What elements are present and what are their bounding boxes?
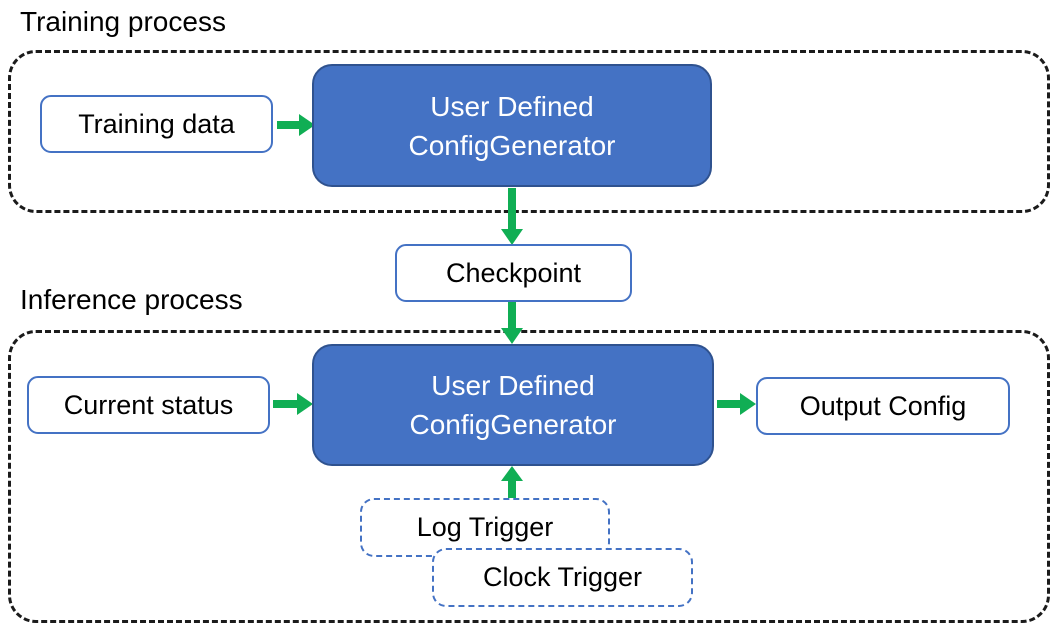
arrow-generator-to-checkpoint-head <box>501 229 523 245</box>
training-data-node: Training data <box>40 95 273 153</box>
clock-trigger-node: Clock Trigger <box>432 548 693 607</box>
arrow-training-data-to-generator-body <box>277 121 301 129</box>
output-config-node: Output Config <box>756 377 1010 435</box>
arrow-trigger-to-generator-body <box>508 480 516 498</box>
arrow-current-status-to-generator-head <box>297 393 313 415</box>
arrow-generator-to-checkpoint-body <box>508 188 516 231</box>
training-process-container <box>8 50 1050 213</box>
current-status-node: Current status <box>27 376 270 434</box>
config-generator-inference-node: User Defined ConfigGenerator <box>312 344 714 466</box>
config-generator-training-line1: User Defined <box>430 90 594 122</box>
config-generator-training-node: User Defined ConfigGenerator <box>312 64 712 187</box>
arrow-checkpoint-to-generator-body <box>508 302 516 329</box>
checkpoint-node: Checkpoint <box>395 244 632 302</box>
inference-process-container <box>8 330 1050 623</box>
training-section-label: Training process <box>20 6 226 37</box>
arrow-generator-to-output-head <box>740 393 756 415</box>
arrow-training-data-to-generator-head <box>299 114 315 136</box>
arrow-checkpoint-to-generator-head <box>501 328 523 344</box>
config-generator-inference-line2: ConfigGenerator <box>409 409 617 440</box>
config-generator-inference-line1: User Defined <box>431 370 595 401</box>
inference-section-label: Inference process <box>20 284 243 315</box>
arrow-current-status-to-generator-body <box>273 400 298 408</box>
arrow-generator-to-output-body <box>717 400 741 408</box>
log-trigger-node: Log Trigger <box>360 498 610 557</box>
arrow-trigger-to-generator-head <box>501 466 523 481</box>
config-generator-training-line2: ConfigGenerator <box>408 129 616 161</box>
